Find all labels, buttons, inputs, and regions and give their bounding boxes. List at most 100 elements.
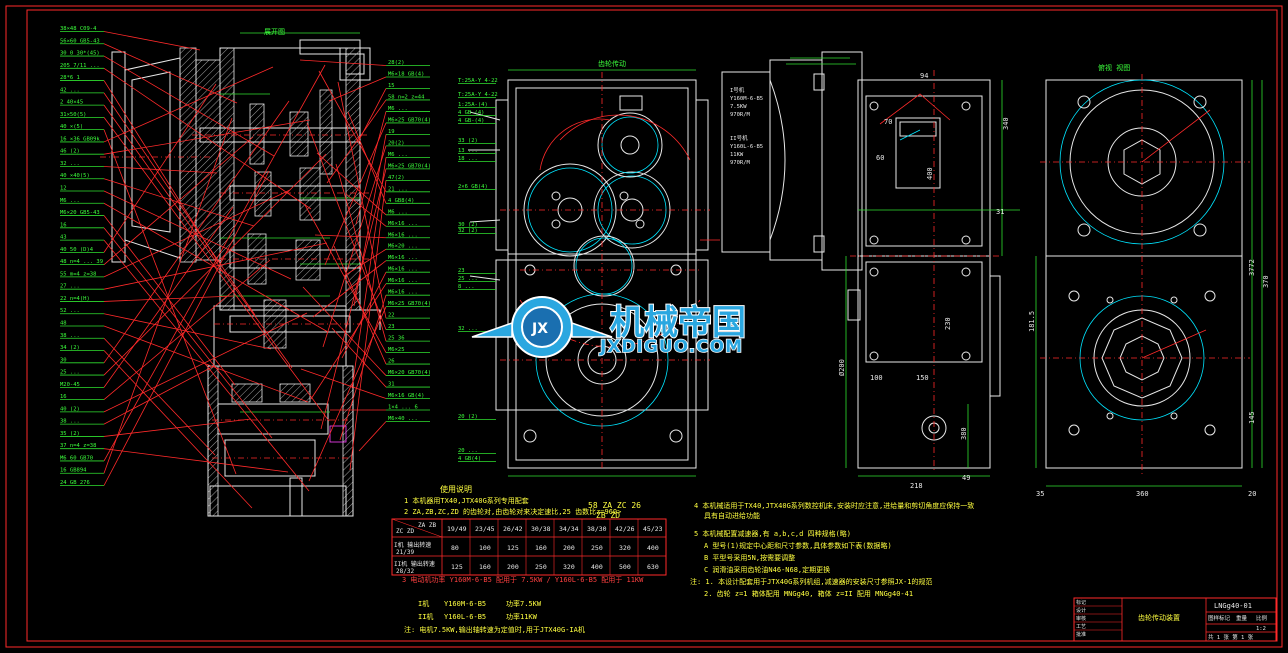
notes-ratio2: ZB ZD [596, 511, 620, 520]
watermark-logo: JX 机械帝国 JXDIGUO.COM [471, 296, 747, 358]
motor1-power: 功率7.5KW [506, 599, 542, 608]
motor2-name: II机 [418, 612, 433, 621]
title-block-row-3: 审核 [1076, 615, 1086, 622]
left-callout-24: 52 ... [60, 308, 80, 314]
title-block-row-4: 工艺 [1076, 624, 1086, 630]
plan-view: 俯视 视图 [1035, 63, 1263, 487]
left-callout-30: M20-45 [60, 382, 80, 388]
dim-side-e: 31 [996, 208, 1004, 216]
left-leader-lines [60, 31, 330, 509]
section-view-title: 展开图 [264, 28, 285, 36]
left-callout-36: M6 60 GB70 [60, 455, 93, 461]
left-callout-29: 25 ... [60, 370, 80, 376]
left-callout-5: 28*6 1 [60, 75, 80, 81]
left-callout-9: 40 ×(5) [60, 124, 83, 130]
table-row1-label: I机 输出转速 [394, 541, 431, 549]
right-callout-3: 15 [388, 83, 395, 89]
right-callout-29: 31 [388, 382, 395, 388]
left-callout-28: 30 [60, 357, 67, 363]
table-row2-sub: 28/32 [396, 568, 414, 575]
left-callout-35: 37 n=4 z=38 [60, 443, 96, 449]
dim-side-a: 100 [870, 374, 883, 382]
left-callout-14: 12 [60, 186, 67, 192]
front-callout-15: 32 ... [458, 326, 478, 332]
right-callout-18: M6×16 ... [388, 255, 418, 261]
right-callout-6: M6×25 GB70(4) [388, 117, 431, 123]
right-callout-20: M6×16 ... [388, 278, 418, 284]
dim-vertical-d: 340 [1002, 117, 1010, 130]
table-col-2: 23/45 [475, 525, 495, 533]
motor-callout-2: Y160M-6-B5 [730, 96, 763, 102]
dim-plan-width: 360 [1136, 490, 1149, 498]
motor2-power: 功率11KW [506, 612, 538, 621]
dim-plan-height2: 370 [1262, 275, 1270, 288]
table-row2-cell-1: 125 [451, 563, 463, 571]
dim-vertical-a: 380 [960, 427, 968, 440]
left-callout-22: 27 ... [60, 284, 80, 290]
dim-side-h: 150 [916, 374, 929, 382]
left-callout-2: 56×60 GB5-43 [60, 38, 100, 44]
notes-line6: 注: 1. 本设计配套用于JTX40G系列机组,减速器的安装尺寸参照JX-1的规… [690, 577, 932, 586]
front-callout-8: 18 ... [458, 156, 478, 162]
left-callout-23: 22 n=4(H) [60, 296, 90, 302]
title-block-name: 齿轮传动装置 [1138, 613, 1180, 622]
notes-line5a: A 型号(1)规定中心距和尺寸参数,具体参数如下表(数据略) [704, 541, 892, 550]
right-callout-30: M6×16 GB(4) [388, 393, 424, 399]
gear-ratio-table: ZC ZD ZA ZB I机 输出转速 21/39 II机 输出转速 28/32… [391, 518, 667, 576]
left-callout-7: 2 40×45 [60, 100, 83, 106]
table-row2-cell-3: 200 [507, 563, 519, 571]
right-callout-25: 25 36 [388, 336, 405, 342]
motor-callout-3: 7.5KW [730, 104, 747, 110]
left-callout-34: 35 (2) [60, 431, 80, 437]
left-callout-18: 43 [60, 235, 67, 241]
right-callout-17: M6×20 ... [388, 244, 418, 250]
right-callout-31: 1×4 ... 6 [388, 405, 418, 411]
motor2-model: Y160L-6-B5 [444, 613, 486, 621]
front-callout-14: 8 ... [458, 284, 475, 290]
motor-callout-8: 970R/M [730, 160, 751, 166]
left-callout-37: 16 GB894 [60, 468, 87, 474]
notes-ratio: 58 ZA ZC 26 [588, 501, 641, 510]
front-view-title: 齿轮传动 [598, 59, 626, 68]
table-row1-cell-1: 80 [451, 544, 459, 552]
motor1-name: I机 [418, 599, 429, 608]
watermark-cn: 机械帝国 [610, 303, 746, 343]
front-callout-12: 23 [458, 268, 465, 274]
left-callout-10: 16 ×36 GB09k [60, 136, 100, 142]
right-callout-19: M6×16 ... [388, 267, 418, 273]
right-callout-12: 21 ... [388, 186, 408, 192]
table-col-6: 38/30 [587, 525, 607, 533]
table-row1-sub: 21/39 [396, 549, 414, 556]
dim-vertical-c: 181.5 [1028, 311, 1036, 332]
notes-line3: 3 电动机功率 Y160M-6-B5 配用于 7.5KW / Y160L-6-B… [402, 575, 644, 584]
right-callout-1: 28(2) [388, 60, 405, 66]
dim-side-d: 94 [920, 72, 928, 80]
right-callout-28: M6×20 GB70(4) [388, 370, 431, 376]
left-callout-25: 48 [60, 320, 67, 326]
left-callout-33: 38 ... [60, 419, 80, 425]
title-block-scale: 1:2 [1256, 626, 1266, 632]
table-row2-cell-7: 500 [619, 563, 631, 571]
title-block-row-2: 设计 [1076, 607, 1086, 614]
title-block-row-1: 标记 [1076, 599, 1086, 606]
motor1-model: Y160M-6-B5 [444, 600, 486, 608]
left-callout-13: 40 ×40(5) [60, 173, 90, 179]
table-col-1: 19/49 [447, 525, 467, 533]
right-callout-4: 58 n=2 z=44 [388, 94, 425, 100]
table-col-8: 45/23 [643, 525, 663, 533]
table-row2-label: II机 输出转速 [394, 560, 435, 568]
side-view [845, 70, 1020, 477]
right-callout-24: 23 [388, 324, 395, 330]
svg-text:JX: JX [531, 321, 548, 337]
notes-line4b: 具有自动进给功能 [704, 511, 760, 520]
dim-side-b: 60 [876, 154, 884, 162]
right-callout-22: M6×25 GB70(4) [388, 301, 431, 307]
left-callout-20: 48 n=4 ... 39 [60, 259, 103, 265]
title-block-col-3: 比例 [1256, 614, 1268, 622]
front-callout-16: 20 (2) [458, 414, 478, 420]
front-callout-7: 13 ... [458, 148, 478, 154]
right-callout-8: 20(2) [388, 140, 405, 146]
table-col-7: 42/26 [615, 525, 635, 533]
table-row1-cell-7: 320 [619, 544, 631, 552]
